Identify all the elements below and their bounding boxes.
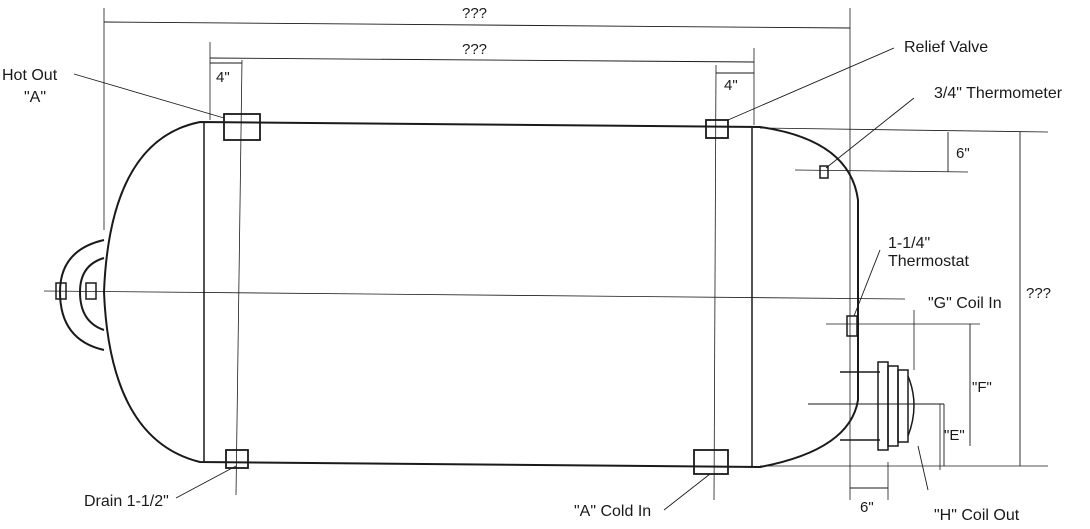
coil-assembly bbox=[808, 361, 944, 451]
coil-length-dim: 6" bbox=[860, 499, 874, 516]
overall-length-dim: ??? bbox=[462, 5, 487, 22]
right-offset-dim: 4" bbox=[724, 77, 738, 94]
thermostat-fitting bbox=[846, 315, 858, 337]
g-coil-in-label: "G" Coil In bbox=[928, 295, 1002, 312]
relief-valve-fitting bbox=[705, 119, 729, 139]
thermometer-label: 3/4" Thermometer bbox=[934, 85, 1063, 102]
cold-in-fitting bbox=[693, 449, 729, 475]
drain-fitting bbox=[225, 449, 249, 469]
hot-out-fitting bbox=[223, 113, 261, 141]
tank-body bbox=[102, 120, 859, 469]
thermostat-label-line1: 1-1/4" bbox=[888, 235, 930, 252]
thermometer-fitting bbox=[819, 165, 829, 179]
hot-out-label-line1: Hot Out bbox=[2, 67, 58, 84]
leader-lines bbox=[73, 47, 929, 511]
coil-e-dim: "E" bbox=[944, 427, 965, 444]
cold-in-label: "A" Cold In bbox=[574, 503, 651, 520]
drain-label: Drain 1-1/2" bbox=[84, 493, 169, 510]
center-line bbox=[43, 290, 906, 300]
relief-valve-label: Relief Valve bbox=[904, 39, 988, 56]
extension-lines bbox=[103, 8, 1049, 501]
left-offset-dim: 4" bbox=[216, 69, 230, 86]
fitting-spacing-dim: ??? bbox=[462, 41, 487, 58]
thermostat-label-line2: Thermostat bbox=[888, 253, 969, 270]
coil-f-dim: "F" bbox=[972, 379, 992, 396]
hot-out-label-line2: "A" bbox=[24, 89, 46, 106]
overall-height-dim: ??? bbox=[1026, 285, 1051, 302]
h-coil-out-label: "H" Coil Out bbox=[934, 507, 1020, 524]
thermometer-offset-dim: 6" bbox=[956, 145, 970, 162]
dimension-lines bbox=[103, 21, 1021, 489]
fittings bbox=[223, 113, 858, 475]
left-manway bbox=[55, 239, 105, 351]
